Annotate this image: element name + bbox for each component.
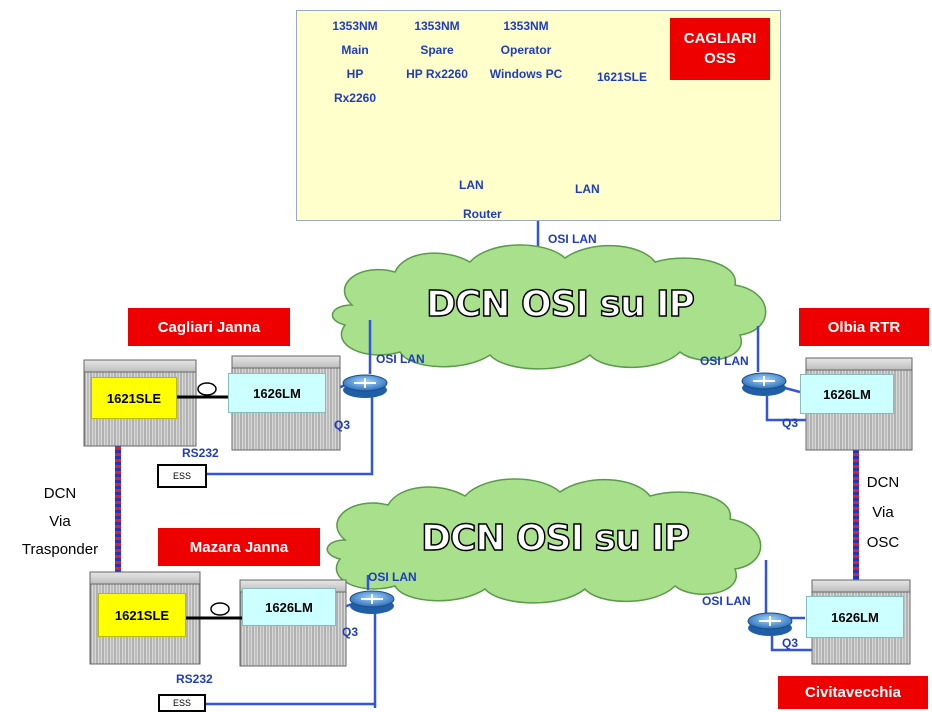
site-civitavecchia-title: Civitavecchia [778,676,928,709]
mazara-q3-label: Q3 [342,625,359,639]
dcn-left-l3: Trasponder [21,541,99,558]
oss-title-line1: CAGLIARI [683,30,757,47]
oss-col-main-l1: 1353NM [332,19,378,33]
mazara-ess-box: ESS [158,694,206,712]
mazara-rs232-label: RS232 [176,672,213,686]
site-mazara-title: Mazara Janna [158,528,320,566]
olbia-1626lm-card: 1626LM [800,374,894,414]
dcn-left-l1: DCN [43,485,77,502]
mazara-1621sle-card: 1621SLE [98,593,186,637]
mazara-osi-lan-label: OSI LAN [368,570,417,584]
oss-router-label: Router [463,207,502,221]
olbia-q3-label: Q3 [782,416,799,430]
oss-col-operator-l1: 1353NM [503,19,549,33]
oss-col-spare: 1353NM Spare HP Rx2260 [402,14,472,86]
oss-col-operator-l3: Windows PC [489,67,563,81]
oss-lan-right-label: LAN [575,182,600,196]
cagliari-osi-lan-label: OSI LAN [376,352,425,366]
cloud-bottom-label: DCN OSI su IP [420,517,690,560]
cagliari-q3-label: Q3 [334,418,351,432]
oss-col-spare-l3: HP Rx2260 [406,67,468,81]
router-mazara-icon [349,590,395,614]
router-civitavecchia-icon [747,612,793,636]
oss-col-main-l3: HP Rx2260 [333,67,377,105]
dcn-link-right [853,446,859,580]
cagliari-1621sle-card: 1621SLE [91,377,177,419]
cloud-top [331,244,767,370]
oss-lan-left-label: LAN [459,178,484,192]
oss-osi-lan-label: OSI LAN [548,232,597,246]
cagliari-ess-box: ESS [157,464,207,488]
civitavecchia-osi-lan-label: OSI LAN [702,594,751,608]
oss-col-main-l2: Main [341,43,369,57]
mazara-1626lm-card: 1626LM [242,588,336,626]
oss-title-line2: OSS [704,50,736,67]
dcn-right-l3: OSC [866,534,900,551]
dcn-link-left [115,446,121,574]
dcn-right-label: DCN Via OSC [858,468,908,558]
router-olbia-icon [741,372,787,396]
cagliari-1626lm-card: 1626LM [228,373,326,413]
dcn-right-l1: DCN [866,474,900,491]
civitavecchia-q3-label: Q3 [782,636,799,650]
sle-lm-connector-mazara [185,602,242,620]
oss-col-spare-l1: 1353NM [414,19,460,33]
oss-title-label: CAGLIARI OSS [670,18,770,80]
oss-col-1621sle: 1621SLE [596,70,648,84]
site-cagliari-title: Cagliari Janna [128,308,290,346]
site-olbia-title: Olbia RTR [799,308,929,346]
router-cagliari-icon [342,374,388,398]
dcn-left-l2: Via [49,513,71,530]
oss-col-main: 1353NM Main HP Rx2260 [325,14,385,110]
cloud-top-label: DCN OSI su IP [425,283,695,326]
cagliari-rs232-label: RS232 [182,446,219,460]
oss-col-operator-l2: Operator [500,43,552,57]
dcn-right-l2: Via [872,504,894,521]
cloud-bottom [326,478,762,604]
dcn-left-label: DCN Via Trasponder [10,480,110,564]
olbia-osi-lan-label: OSI LAN [700,354,749,368]
sle-lm-connector-cagliari [175,382,232,399]
civitavecchia-1626lm-card: 1626LM [806,596,904,638]
oss-col-operator: 1353NM Operator Windows PC [484,14,568,86]
oss-col-spare-l2: Spare [420,43,454,57]
